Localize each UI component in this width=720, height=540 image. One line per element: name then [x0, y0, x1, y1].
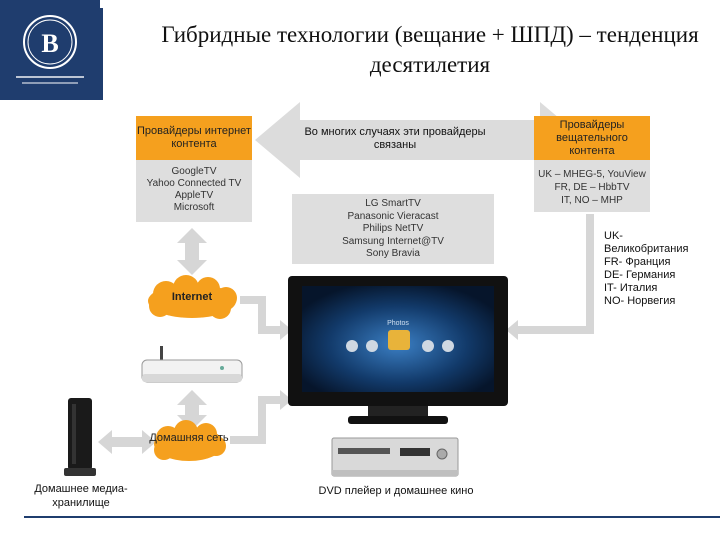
internet-providers-label: Провайдеры интернет контента — [137, 125, 251, 150]
providers-internet-arrow — [177, 228, 207, 275]
internet-tv-path — [240, 296, 284, 334]
list-item: Panasonic Vieracast — [347, 210, 439, 222]
tv-set: Photos — [288, 276, 508, 430]
dvd-caption: DVD плейер и домашнее кино — [318, 485, 474, 497]
legend-line: IT- Италия — [604, 282, 658, 294]
legend-line: Великобритания — [604, 243, 689, 255]
router-network-arrow — [177, 390, 207, 430]
list-item: GoogleTV — [171, 166, 217, 177]
tv-screen-label: Photos — [387, 320, 409, 327]
broadcast-providers-header: Провайдеры вещательного контента — [534, 116, 650, 160]
list-item: Microsoft — [173, 202, 215, 213]
header-rule — [100, 8, 103, 100]
internet-label: Internet — [171, 291, 213, 303]
list-item: AppleTV — [174, 190, 214, 201]
nas-caption: Домашнее медиа-хранилище — [34, 483, 128, 509]
router-icon — [141, 346, 243, 383]
internet-providers-list: GoogleTV Yahoo Connected TV AppleTV Micr… — [136, 160, 252, 222]
broadcast-tv-path — [514, 214, 594, 334]
internet-providers-header: Провайдеры интернет контента — [136, 116, 252, 160]
providers-link-text: Во многих случаях эти провайдеры связаны — [304, 126, 486, 151]
list-item: LG SmartTV — [365, 198, 421, 209]
logo-panel: В — [0, 0, 100, 100]
country-legend: UK- Великобритания FR- Франция DE- Герма… — [604, 230, 716, 308]
dvd-player-icon — [331, 437, 459, 477]
list-item: UK – MHEG-5, YouView — [538, 169, 646, 180]
nas-network-arrow — [98, 430, 156, 454]
list-item: IT, NO – MHP — [561, 195, 623, 206]
slide-title: Гибридные технологии (вещание + ШПД) – т… — [161, 22, 699, 77]
cloud-icon — [148, 275, 237, 319]
legend-line: DE- Германия — [604, 269, 676, 281]
list-item: FR, DE – HbbTV — [554, 182, 630, 193]
tv-icon — [288, 276, 508, 424]
list-item: Philips NetTV — [362, 223, 424, 234]
legend-line: UK- — [604, 230, 623, 242]
internet-cloud: Internet — [140, 274, 244, 324]
nas-icon — [64, 398, 96, 476]
list-item: Samsung Internet@TV — [342, 235, 444, 247]
list-item: Sony Bravia — [366, 248, 420, 259]
svg-text:В: В — [41, 29, 58, 58]
providers-link-arrow — [255, 102, 585, 178]
cloud-icon — [154, 420, 226, 461]
home-network-label: Домашняя сеть — [149, 432, 229, 444]
network-tv-path — [230, 396, 284, 444]
list-item: Yahoo Connected TV — [146, 178, 242, 189]
hse-logo-icon: В — [16, 15, 84, 84]
footer-line — [24, 516, 720, 518]
home-network-cloud: Домашняя сеть — [148, 418, 230, 466]
broadcast-providers-label: Провайдеры вещательного контента — [556, 118, 628, 157]
legend-line: FR- Франция — [604, 256, 671, 268]
legend-line: NO- Норвегия — [604, 295, 676, 307]
tv-vendors-list: LG SmartTV Panasonic Vieracast Philips N… — [292, 194, 494, 264]
broadcast-providers-list: UK – MHEG-5, YouView FR, DE – HbbTV IT, … — [534, 160, 650, 212]
